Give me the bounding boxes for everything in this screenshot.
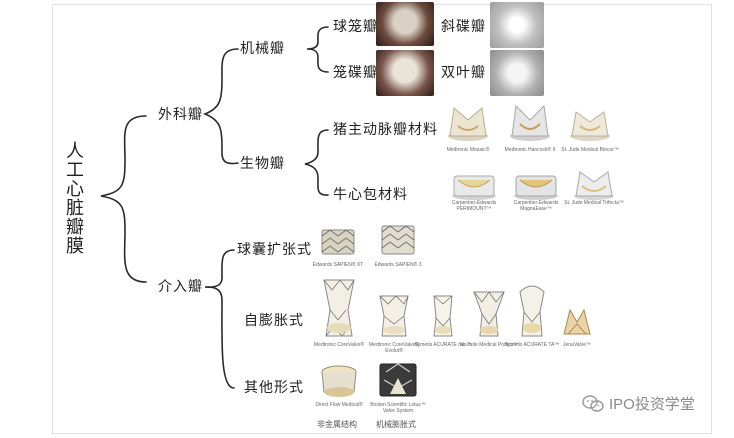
porcine-caption-1: Medtronic Mosaic®	[446, 147, 490, 153]
watermark-text: IPO投资学堂	[609, 396, 695, 413]
self-caption-6: JenaValve™	[563, 342, 591, 348]
biological-brace	[304, 129, 329, 196]
self-expanding-label: 自膨胀式	[244, 313, 304, 329]
footnote-mechanical-expansion: 机械膨胀式	[376, 420, 416, 429]
bileaflet-valve-label: 双叶瓣	[441, 65, 486, 81]
self-valve-1	[318, 276, 360, 344]
pericardial-material-label: 牛心包材料	[333, 187, 408, 203]
biological-label: 生物瓣	[240, 156, 285, 172]
pericardial-caption-1: Carpentier-Edwards PERIMOUNT™	[451, 200, 497, 212]
pericardial-valve-3	[570, 166, 618, 206]
tilting-disc-valve-photo	[490, 2, 544, 48]
porcine-caption-2: Medtronic Hancock® II	[504, 147, 556, 153]
self-valve-5	[514, 282, 550, 344]
porcine-valve-2	[506, 100, 554, 148]
interventional-label: 介入瓣	[158, 279, 203, 295]
self-caption-1: Medtronic CoreValve®	[314, 342, 364, 348]
bileaflet-valve-photo	[490, 50, 544, 96]
balloon-caption-1: Edwards SAPIEN® XT	[312, 262, 364, 268]
other-caption-1: Direct Flow Medical®	[315, 402, 363, 408]
self-caption-3: Symetis ACURATE neo™	[414, 342, 472, 348]
porcine-caption-3: St. Jude Medical Biocor™	[561, 147, 619, 153]
pericardial-caption-2: Carpentier-Edwards MagnaEase™	[513, 200, 559, 212]
ball-cage-valve-photo	[376, 2, 434, 46]
root-label: 人工心脏瓣膜	[63, 141, 84, 255]
self-caption-5: Symetis ACURATE TA™	[504, 342, 560, 348]
other-valve-2	[376, 358, 420, 404]
self-caption-4: St. Jude Medical Portico™	[459, 342, 519, 348]
self-valve-2	[374, 292, 414, 344]
self-valve-3	[428, 292, 458, 344]
ball-cage-valve-label: 球笼瓣	[333, 19, 378, 35]
self-valve-6	[560, 304, 594, 342]
other-valve-1	[318, 362, 360, 404]
mechanical-brace	[306, 26, 329, 73]
watermark: IPO投资学堂	[582, 393, 695, 414]
self-caption-2: Medtronic CoreValve® Evolut®	[369, 342, 419, 354]
pericardial-valve-1	[448, 168, 500, 206]
root-brace	[100, 115, 147, 283]
caged-disc-valve-label: 笼碟瓣	[333, 65, 378, 81]
self-valve-4	[470, 288, 508, 344]
balloon-valve-1	[318, 224, 358, 264]
surgical-label: 外科瓣	[158, 107, 203, 123]
footnote-non-metal: 非金属结构	[317, 420, 357, 429]
pericardial-caption-3: St. Jude Medical Trifecta™	[564, 200, 624, 206]
balloon-caption-2: Edwards SAPIEN® 3	[374, 262, 422, 268]
porcine-valve-3	[566, 104, 614, 148]
porcine-material-label: 猪主动脉瓣材料	[333, 122, 438, 138]
porcine-valve-1	[444, 100, 492, 148]
balloon-valve-2	[378, 220, 418, 264]
other-caption-2: Boston Scientific Lotus™ Valve System	[370, 402, 426, 414]
other-forms-label: 其他形式	[244, 380, 304, 396]
pericardial-valve-2	[510, 168, 562, 206]
interventional-brace	[204, 249, 235, 389]
surgical-brace	[202, 48, 239, 165]
balloon-expandable-label: 球囊扩张式	[237, 242, 312, 258]
mechanical-label: 机械瓣	[240, 41, 285, 57]
tilting-disc-valve-label: 斜碟瓣	[441, 19, 486, 35]
caged-disc-valve-photo	[376, 50, 434, 96]
wechat-icon	[582, 394, 604, 412]
